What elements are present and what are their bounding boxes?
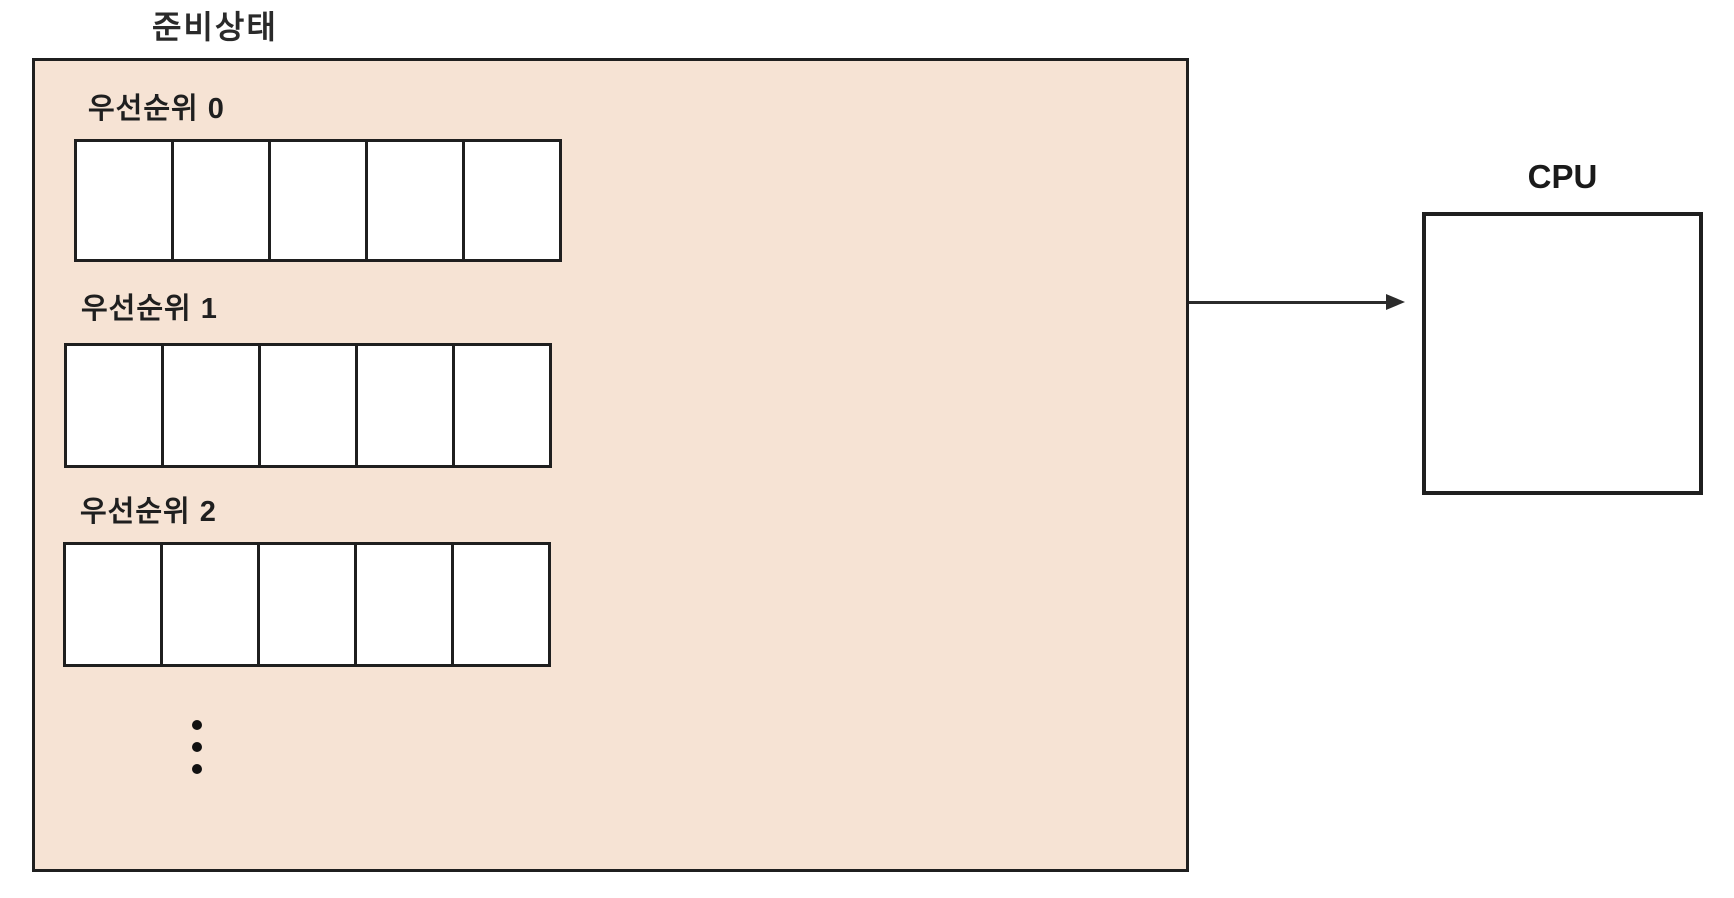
priority-queue-2 (63, 542, 551, 667)
queue-slot (63, 542, 163, 667)
queue-slot (354, 542, 454, 667)
ellipsis-dot (192, 720, 202, 730)
priority-queue-0 (74, 139, 562, 262)
queue-slot (451, 542, 551, 667)
arrow-to-cpu-head-icon (1386, 294, 1405, 310)
queue-slot (462, 139, 562, 262)
queue-slot (258, 343, 358, 468)
vertical-ellipsis-icon (192, 720, 202, 774)
priority-queue-1 (64, 343, 552, 468)
queue-slot (160, 542, 260, 667)
queue-slot (268, 139, 368, 262)
priority-queue-0-label: 우선순위 0 (88, 93, 225, 125)
priority-queue-1-label: 우선순위 1 (81, 293, 218, 325)
queue-slot (171, 139, 271, 262)
arrow-to-cpu-line (1189, 301, 1389, 304)
ellipsis-dot (192, 764, 202, 774)
ready-state-label: 준비상태 (152, 9, 278, 45)
ready-state-box: 우선순위 0 우선순위 1 우선순위 2 (32, 58, 1189, 872)
priority-queue-2-label: 우선순위 2 (80, 496, 217, 528)
queue-slot (161, 343, 261, 468)
queue-slot (365, 139, 465, 262)
cpu-box (1422, 212, 1703, 495)
queue-slot (257, 542, 357, 667)
queue-slot (452, 343, 552, 468)
queue-slot (74, 139, 174, 262)
ellipsis-dot (192, 742, 202, 752)
cpu-label: CPU (1527, 158, 1598, 195)
queue-slot (355, 343, 455, 468)
queue-slot (64, 343, 164, 468)
